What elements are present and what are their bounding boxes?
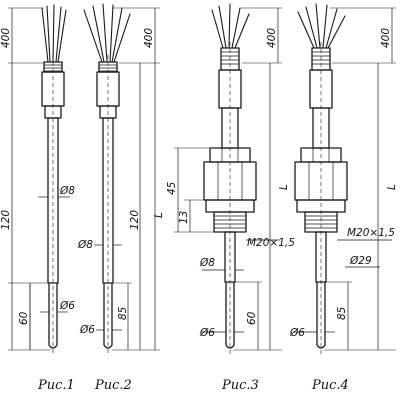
- figure-2: 400 120 L Ø8 85 Ø6: [77, 3, 165, 355]
- fig4-L: L: [386, 184, 398, 190]
- fig3-tip: [225, 282, 235, 349]
- fig1-length: 120: [0, 210, 12, 230]
- caption-fig1: Рис.1: [37, 378, 75, 393]
- fig4-dia-fitting: Ø29: [349, 255, 372, 267]
- fig3-thread: M20×1,5: [247, 237, 295, 249]
- fig3-nut: [203, 161, 257, 201]
- caption-fig3: Рис.3: [221, 378, 259, 393]
- fig3-thread-height: 13: [178, 211, 190, 224]
- fig3-fitting-height: 45: [166, 181, 178, 195]
- caption-fig2: Рис.2: [94, 378, 132, 393]
- fig4-wire-length: 400: [380, 28, 392, 48]
- fig3-thread: [213, 211, 247, 233]
- figure-1: 400 120 Ø8 60 Ø6: [0, 4, 75, 355]
- fig2-wire-length: 400: [143, 28, 155, 48]
- fig3-L: L: [278, 184, 290, 190]
- fig2-length: 120: [129, 210, 141, 230]
- fig3-head: [218, 69, 242, 109]
- fig4-thread: [304, 211, 338, 233]
- fig1-tip-length: 60: [18, 311, 30, 325]
- fig2-dia-tip: Ø6: [79, 324, 95, 336]
- caption-fig4: Рис.4: [311, 378, 349, 393]
- fig2-L: L: [153, 212, 165, 218]
- fig4-nut: [294, 161, 348, 201]
- fig4-thread: M20×1,5: [347, 227, 395, 239]
- fig3-wire-length: 400: [266, 28, 278, 48]
- fig3-dia-tip: Ø6: [199, 327, 215, 339]
- fig4-tip: [316, 282, 326, 349]
- fig3-dia-stem: Ø8: [199, 257, 215, 269]
- fig1-dia-tip: Ø6: [59, 300, 75, 312]
- fig4-head: [309, 69, 333, 109]
- fig3-tip-length: 60: [246, 311, 258, 325]
- fig1-wires: [41, 4, 67, 63]
- figure-4: M20×1,5 Ø29 85 Ø6 400 L: [289, 3, 398, 355]
- fig1-tip: [48, 283, 58, 349]
- fig2-tip: [103, 283, 113, 349]
- fig2-wires: [83, 3, 131, 63]
- fig3-wires: [211, 3, 250, 49]
- fig2-tip-length: 85: [117, 306, 129, 320]
- fig4-wires: [297, 3, 346, 49]
- fig4-tip-length: 85: [336, 306, 348, 320]
- fig4-dia-tip: Ø6: [289, 327, 305, 339]
- fig1-wire-length: 400: [0, 28, 12, 48]
- fig2-dia-top: Ø8: [77, 239, 93, 251]
- figure-3: 45 13 M20×1,5 Ø8 60 Ø6 400 L: [166, 3, 295, 355]
- fig1-dia-top: Ø8: [59, 185, 75, 197]
